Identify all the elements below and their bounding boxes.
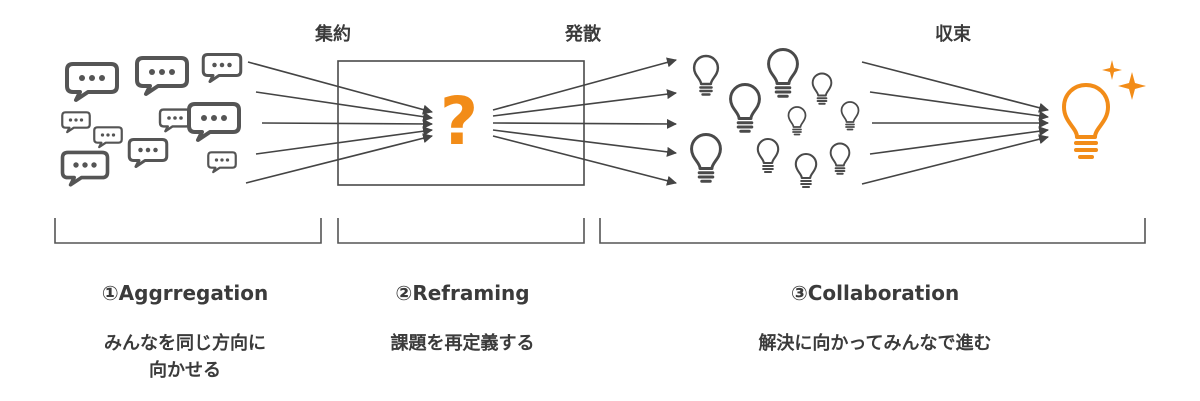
question-mark: ? [439, 83, 479, 160]
light-bulb-icon [794, 152, 818, 189]
step-title-reframing: ②Reframing [395, 281, 530, 305]
speech-bubble-icon [127, 138, 169, 168]
speech-bubble-icon [187, 102, 241, 142]
light-bulb-icon [767, 48, 799, 98]
label-converge: 収束 [935, 24, 971, 45]
bracket-collaboration [599, 218, 1146, 244]
light-bulb-icon [690, 133, 722, 183]
speech-bubble-icon [65, 62, 119, 102]
step-title-collaboration: ③Collaboration [790, 281, 960, 305]
step-desc-aggregation: みんなを同じ方向に 向かせる [40, 330, 330, 384]
label-aggregate: 集約 [315, 24, 351, 45]
speech-bubble-icon [93, 126, 123, 149]
speech-bubble-icon [60, 150, 110, 187]
light-bulb-icon [787, 106, 807, 136]
light-bulb-icon [811, 72, 833, 105]
converging-arrows [861, 61, 1049, 185]
step-desc-reframing-line1: 課題を再定義する [390, 333, 535, 354]
diverging-arrows [492, 57, 677, 186]
sparkle-icon [1102, 60, 1122, 80]
step-desc-collaboration: 解決に向かってみんなで進む [690, 330, 1060, 357]
label-diverge: 発散 [565, 24, 601, 45]
light-bulb-icon [840, 101, 860, 131]
light-bulb-icon [756, 137, 780, 174]
step-title-aggregation: ①Aggrregation [101, 281, 269, 305]
speech-bubble-icon [207, 151, 237, 174]
sparkle-icon [1118, 72, 1146, 100]
step-desc-aggregation-line2: 向かせる [149, 360, 221, 381]
light-bulb-icon [692, 54, 720, 96]
light-bulb-icon [729, 83, 761, 133]
speech-bubble-icon [61, 111, 91, 134]
bracket-aggregation [54, 218, 322, 244]
bracket-reframing [337, 218, 585, 244]
speech-bubble-icon [201, 53, 243, 83]
step-desc-reframing: 課題を再定義する [330, 330, 595, 357]
aggregation-arrows [245, 61, 433, 184]
light-bulb-icon [829, 142, 851, 175]
speech-bubble-icon [135, 56, 189, 96]
step-desc-collaboration-line1: 解決に向かってみんなで進む [758, 333, 992, 354]
lit-light-bulb-icon [1062, 83, 1110, 159]
speech-bubble-icon [158, 108, 192, 133]
step-desc-aggregation-line1: みんなを同じ方向に [104, 333, 266, 354]
